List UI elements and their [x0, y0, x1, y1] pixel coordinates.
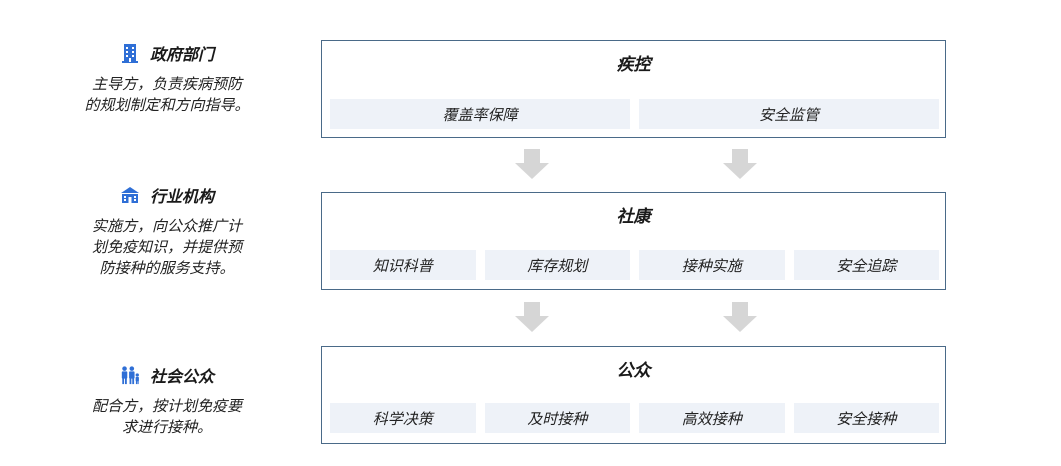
down-arrow-icon	[515, 302, 549, 332]
role-title: 政府部门	[60, 42, 274, 64]
panel-item: 安全接种	[793, 403, 939, 433]
role-title-text: 社会公众	[149, 367, 214, 386]
role-public: 社会公众 配合方，按计划免疫要 求进行接种。	[60, 364, 274, 438]
panel-item: 库存规划	[484, 250, 630, 280]
panel-items: 科学决策 及时接种 高效接种 安全接种	[330, 403, 939, 433]
panel-community-health: 社康 知识科普 库存规划 接种实施 安全追踪	[321, 192, 946, 290]
family-icon	[120, 365, 140, 385]
panel-item: 覆盖率保障	[330, 99, 630, 129]
panel-items: 知识科普 库存规划 接种实施 安全追踪	[330, 250, 939, 280]
role-institution: 行业机构 实施方，向公众推广计 划免疫知识，并提供预 防接种的服务支持。	[60, 184, 274, 279]
role-description: 配合方，按计划免疫要 求进行接种。	[91, 397, 242, 436]
panel-item: 及时接种	[484, 403, 630, 433]
down-arrow-icon	[515, 149, 549, 179]
panel-item: 科学决策	[330, 403, 476, 433]
panel-title: 疾控	[616, 55, 651, 75]
institution-icon	[120, 185, 140, 205]
role-description: 主导方，负责疾病预防 的规划制定和方向指导。	[84, 75, 250, 114]
role-title: 社会公众	[60, 364, 274, 386]
role-title: 行业机构	[60, 184, 274, 206]
down-arrow-icon	[723, 302, 757, 332]
panel-item: 知识科普	[330, 250, 476, 280]
building-icon	[120, 43, 140, 63]
panel-item: 安全监管	[639, 99, 939, 129]
panel-items: 覆盖率保障 安全监管	[330, 99, 939, 129]
panel-item: 接种实施	[639, 250, 785, 280]
panel-item: 高效接种	[639, 403, 785, 433]
panel-item: 安全追踪	[793, 250, 939, 280]
panel-public: 公众 科学决策 及时接种 高效接种 安全接种	[321, 346, 946, 444]
role-title-text: 政府部门	[149, 45, 214, 64]
panel-title: 公众	[616, 361, 651, 381]
role-government: 政府部门 主导方，负责疾病预防 的规划制定和方向指导。	[60, 42, 274, 116]
panel-disease-control: 疾控 覆盖率保障 安全监管	[321, 40, 946, 138]
role-title-text: 行业机构	[149, 187, 214, 206]
role-description: 实施方，向公众推广计 划免疫知识，并提供预 防接种的服务支持。	[91, 217, 242, 277]
panel-title: 社康	[616, 207, 651, 227]
down-arrow-icon	[723, 149, 757, 179]
